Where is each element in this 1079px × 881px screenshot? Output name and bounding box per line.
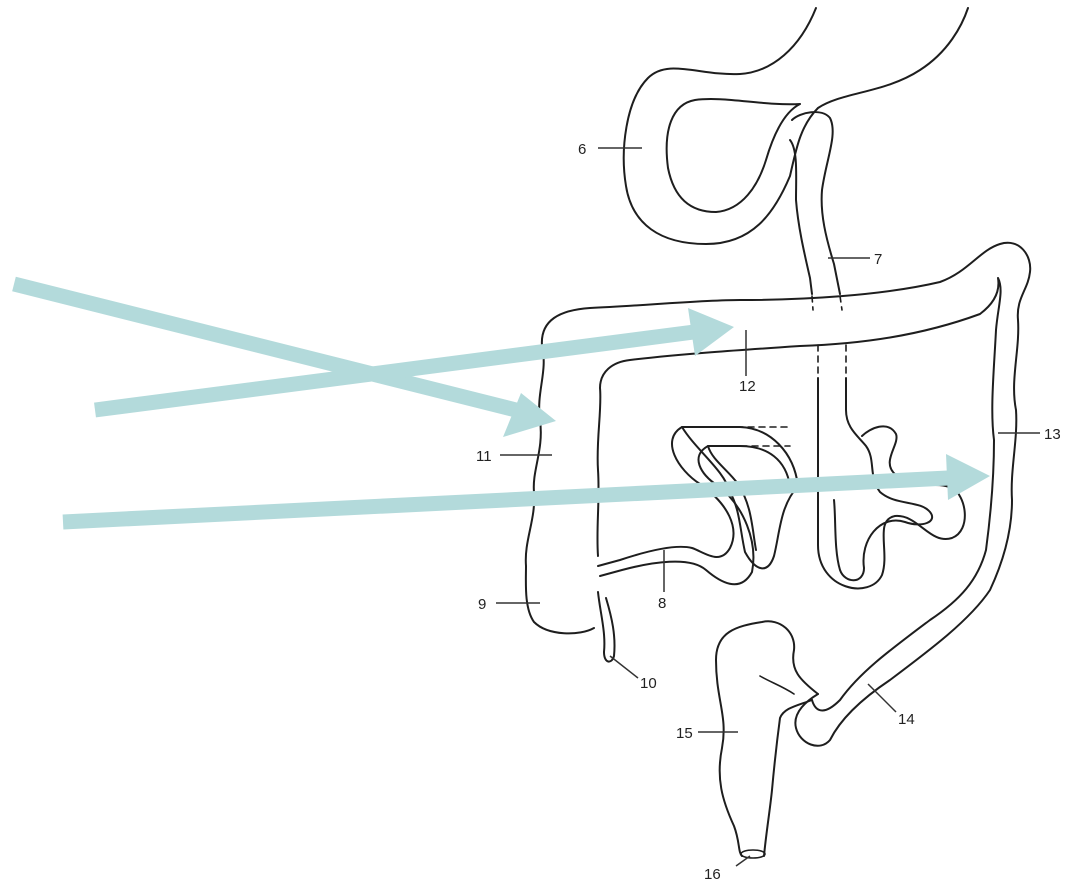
- label-11: 11: [476, 448, 492, 465]
- label-8: 8: [658, 595, 666, 612]
- label-16: 16: [704, 866, 721, 881]
- label-6: 6: [578, 141, 586, 158]
- annotation-arrows: [14, 284, 990, 522]
- arrow-to-descending-colon: [63, 454, 990, 522]
- leader-lines: [496, 148, 1040, 866]
- small-intestine: [598, 345, 965, 588]
- label-10: 10: [640, 675, 657, 692]
- label-12: 12: [739, 378, 756, 395]
- label-13: 13: [1044, 426, 1061, 443]
- number-labels: 6 7 12 13 11 8 9 10 14 15 16: [476, 141, 1061, 881]
- appendix: [598, 592, 615, 662]
- label-15: 15: [676, 725, 693, 742]
- label-9: 9: [478, 596, 486, 613]
- label-7: 7: [874, 251, 882, 268]
- label-14: 14: [898, 711, 915, 728]
